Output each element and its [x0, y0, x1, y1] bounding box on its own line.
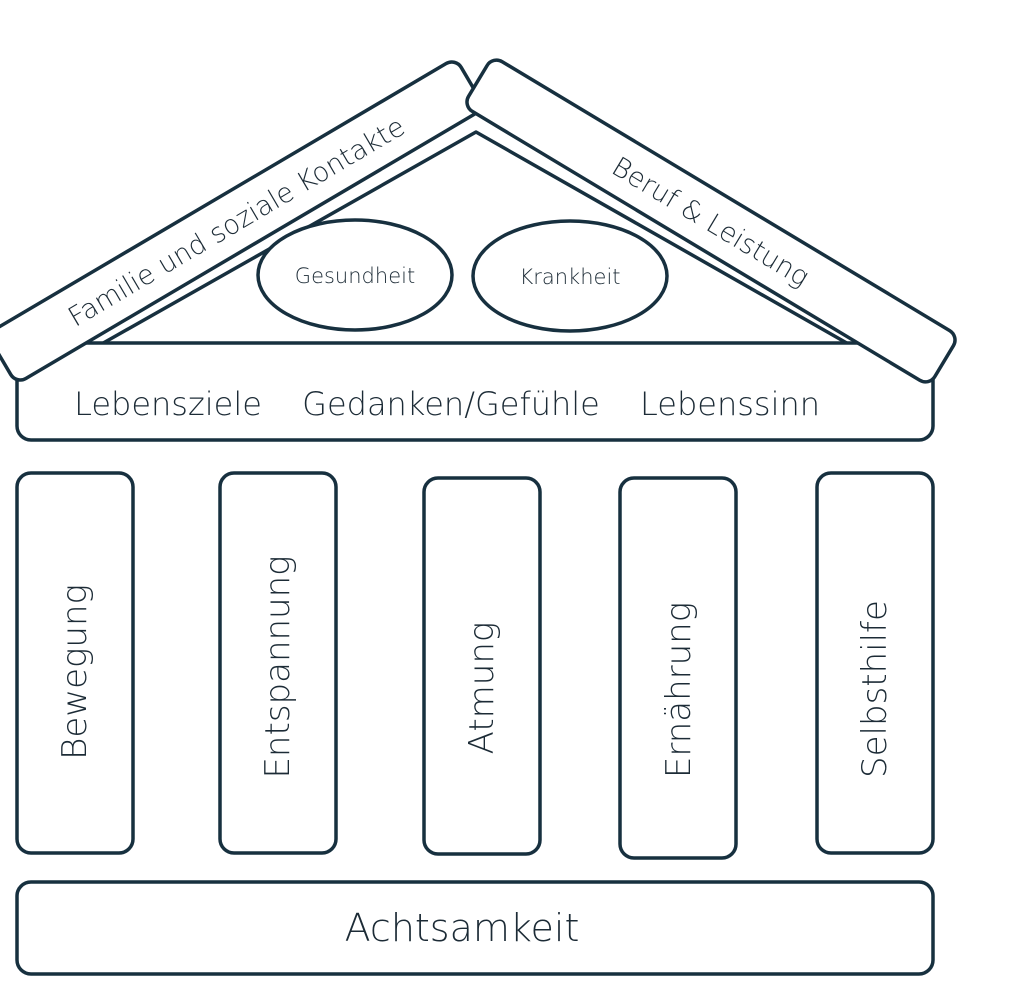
- roof-right-beam-box: [465, 58, 957, 384]
- pillar-bewegung: [15, 471, 135, 855]
- beam-item-lebenssinn: Lebenssinn: [640, 385, 820, 423]
- pillar-ernaehrung: [618, 476, 738, 860]
- beam-item-gedanken-gefuehle: Gedanken/Gefühle: [302, 385, 600, 423]
- roof-left-beam-box: [0, 60, 483, 382]
- pillar-bewegung-label: Bewegung: [55, 584, 95, 760]
- pillar-selbsthilfe-label: Selbsthilfe: [855, 600, 895, 778]
- foundation-box: [15, 880, 935, 976]
- beam-item-lebensziele: Lebensziele: [74, 385, 262, 423]
- pillar-atmung: [422, 476, 542, 856]
- pillar-selbsthilfe: [815, 471, 935, 855]
- pillar-entspannung-label: Entspannung: [258, 555, 298, 778]
- oval-gesundheit: [256, 218, 454, 332]
- foundation-label: Achtsamkeit: [345, 906, 580, 950]
- pillar-atmung-label: Atmung: [462, 622, 502, 755]
- oval-krankheit-label: Krankheit: [519, 265, 620, 289]
- oval-gesundheit-label: Gesundheit: [295, 264, 415, 288]
- pillar-ernaehrung-label: Ernährung: [659, 602, 699, 778]
- beam-box: [15, 341, 935, 442]
- pillar-entspannung: [218, 471, 338, 855]
- oval-krankheit: [471, 219, 669, 333]
